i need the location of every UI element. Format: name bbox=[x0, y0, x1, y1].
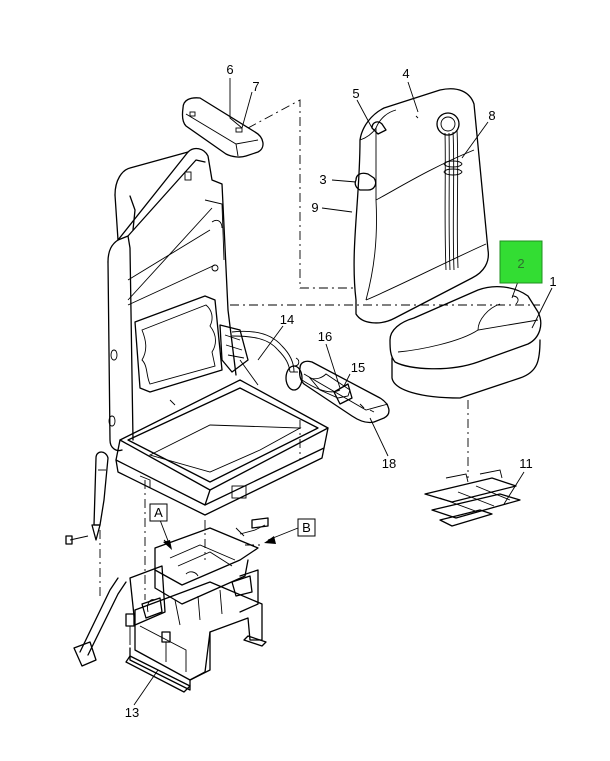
callout-2[interactable]: 2 bbox=[517, 256, 524, 271]
highlight-box-item-2[interactable] bbox=[499, 240, 543, 284]
alignment-lines bbox=[99, 99, 540, 600]
callout-13[interactable]: 13 bbox=[125, 705, 139, 720]
arrow-b bbox=[264, 536, 276, 544]
view-label-b-box bbox=[297, 518, 316, 537]
suspension-base bbox=[125, 517, 269, 693]
armrest bbox=[298, 360, 390, 424]
view-label-b: B bbox=[302, 520, 311, 535]
seat-back-frame bbox=[107, 147, 259, 452]
callout-7[interactable]: 7 bbox=[252, 79, 259, 94]
arrow-a bbox=[163, 540, 172, 550]
view-label-a-box bbox=[149, 503, 168, 522]
callout-15[interactable]: 15 bbox=[351, 360, 365, 375]
callout-9[interactable]: 9 bbox=[311, 200, 318, 215]
seat-back-cushion bbox=[353, 88, 490, 324]
callout-16[interactable]: 16 bbox=[318, 329, 332, 344]
spring-frame bbox=[424, 469, 521, 527]
view-label-a: A bbox=[154, 505, 163, 520]
seat-bottom-frame bbox=[115, 379, 329, 516]
leader-lines bbox=[133, 78, 553, 706]
headrest bbox=[181, 97, 264, 158]
callout-11[interactable]: 11 bbox=[519, 456, 533, 471]
callout-18[interactable]: 18 bbox=[382, 456, 396, 471]
callout-14[interactable]: 14 bbox=[280, 312, 294, 327]
callout-3[interactable]: 3 bbox=[319, 172, 326, 187]
callout-4[interactable]: 4 bbox=[402, 66, 409, 81]
callout-5[interactable]: 5 bbox=[352, 86, 359, 101]
lumbar-pump bbox=[231, 330, 341, 393]
seat-belt-left bbox=[65, 451, 127, 667]
callout-1[interactable]: 1 bbox=[549, 274, 556, 289]
callout-6[interactable]: 6 bbox=[226, 62, 233, 77]
callout-8[interactable]: 8 bbox=[488, 108, 495, 123]
seat-bottom-cushion bbox=[389, 285, 542, 399]
